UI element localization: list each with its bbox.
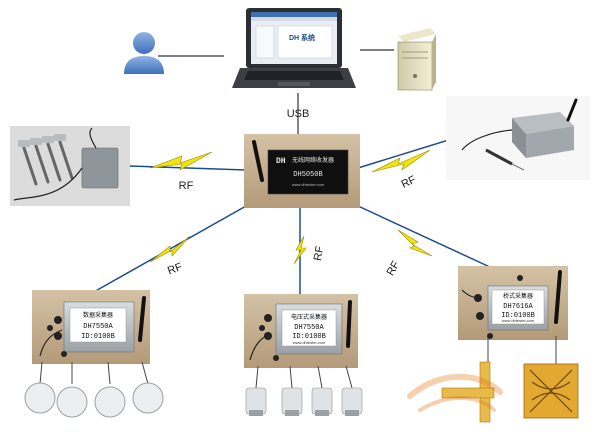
user-icon [124,32,164,74]
right-collector-name-cn: 桥式采集器 [503,292,533,300]
rf-label-lower-left: RF [166,261,184,277]
rf-label-lower-right: RF [385,259,403,278]
gateway-logo: DH [276,157,286,166]
rf-bolt-center [293,235,307,265]
link-gateway-right-collector [357,205,493,269]
antenna-icon [138,296,146,342]
gateway-model: DH5050B [293,171,322,179]
left-collector-device: 数据采集器 DH7550A ID:0100B [32,290,150,364]
right-collector-model: DH7616A [503,303,533,311]
link-gateway-left-sensor [129,165,247,171]
server-icon [397,28,436,91]
antenna-icon [346,300,352,348]
antenna-icon [554,270,562,324]
rf-label-center: RF [312,245,326,262]
rf-label-left: RF [179,180,194,192]
left-collector-name-cn: 数据采集器 [83,311,113,319]
usb-label: USB [287,108,310,120]
rf-label-right: RF [400,174,419,191]
watermark-logo [407,373,503,412]
laptop-icon: DH 系统 [232,8,356,88]
gateway-site: www.dhtester.com [292,182,325,187]
rf-bolts [149,149,433,265]
rf-bolt-right [371,149,431,173]
center-collector-site: www.dhtester.com [293,340,326,345]
left-collector-id: ID:0100B [81,333,115,341]
right-collector-device: 桥式采集器 DH7616A ID:0100B www.dhtester.com [458,266,568,340]
load-cell-sensors [24,361,164,418]
center-collector-id: ID:0100B [292,333,326,341]
gateway-device: DH 无线网络收发器 DH5050B www.dhtester.com [244,134,360,208]
center-collector-name-cn: 电压式采集器 [291,313,327,321]
center-collector-device: 电压式采集器 DH7550A ID:0100B www.dhtester.com [244,294,358,368]
strain-gauge-sensors [441,336,579,423]
laptop-screen-text: DH 系统 [289,33,315,42]
rf-bolt-lower-left [149,235,191,263]
right-collector-site: www.dhtester.com [502,318,535,323]
left-collector-model: DH7550A [83,323,113,331]
rf-bolt-lower-right [397,229,433,257]
center-collector-model: DH7550A [294,324,324,332]
accelerometer-sensors [245,365,363,416]
right-collector-id: ID:0100B [501,312,535,320]
gateway-name-cn: 无线网络收发器 [292,156,334,164]
antenna-icon [252,140,264,182]
rf-bolt-left [149,151,213,171]
right-sensor-photo [446,96,590,180]
left-sensor-photo [10,126,130,206]
